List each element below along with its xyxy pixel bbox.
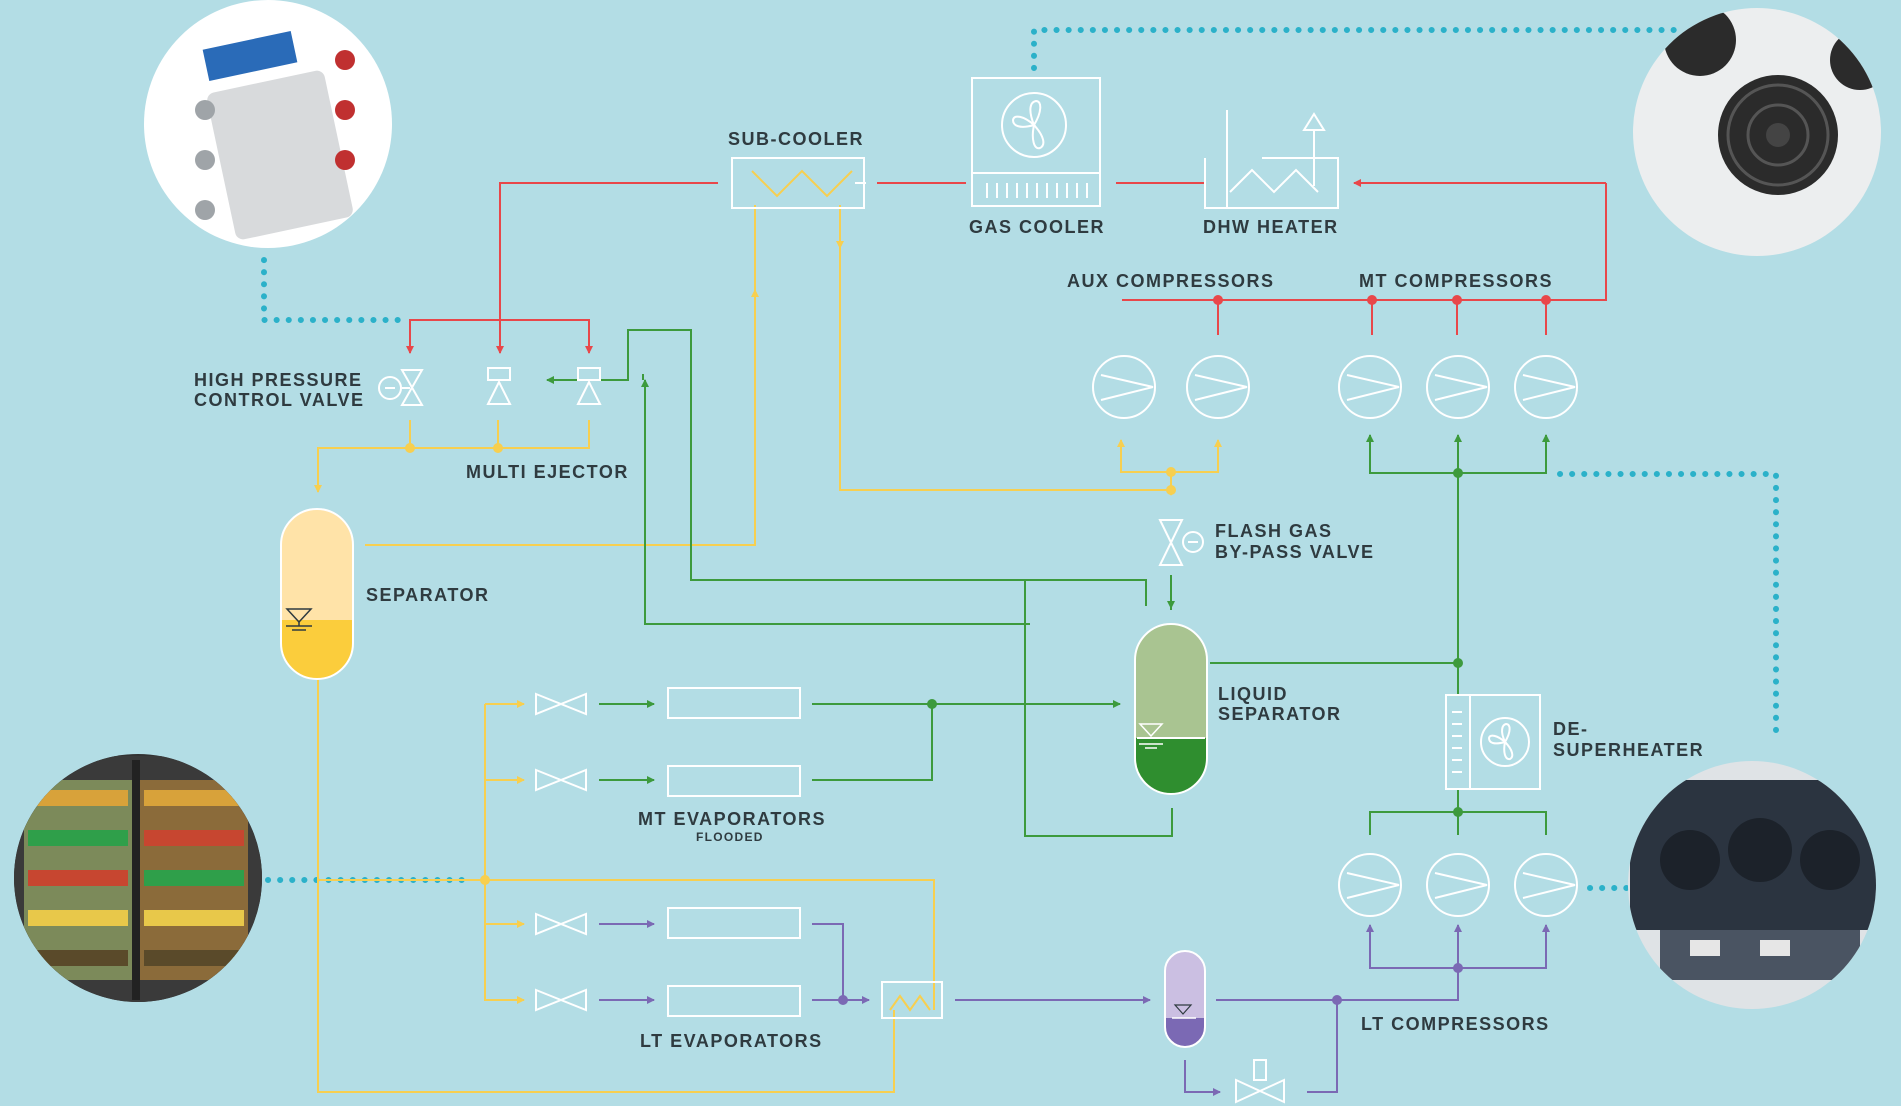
mt-compressors-label: MT COMPRESSORS: [1359, 271, 1553, 291]
display-fridge-photo: [14, 754, 262, 1006]
aux-compressors-label: AUX COMPRESSORS: [1067, 271, 1275, 291]
valve-block-photo: [144, 0, 392, 248]
sub-cooler: [732, 158, 866, 208]
compressor-symbol: [1427, 356, 1489, 418]
lt-suction-separator: [1165, 951, 1205, 1048]
expansion-valve: [536, 770, 586, 790]
aux-compressors: [1093, 356, 1249, 418]
flash-gas-bypass-valve: [1160, 520, 1203, 565]
compressor-symbol: [1339, 854, 1401, 916]
liquid-lines: [318, 205, 1218, 1092]
lt-evaporator-coil: [668, 986, 800, 1016]
mt-evaporator-coil: [668, 766, 800, 796]
lt-compressors-label: LT COMPRESSORS: [1361, 1014, 1550, 1034]
de-superheater-fan-icon: [1481, 718, 1529, 766]
gas-cooler-label: GAS COOLER: [969, 217, 1105, 237]
separator-vessel: [281, 509, 353, 680]
multi-ejector-label: MULTI EJECTOR: [466, 462, 629, 482]
lt-evaporator-units: [536, 908, 800, 1016]
compressor-symbol: [1093, 356, 1155, 418]
compressor-symbol: [1187, 356, 1249, 418]
gas-cooler-fan-icon: [1002, 93, 1066, 157]
compressor-symbol: [1515, 356, 1577, 418]
liquid-separator-label-2: SEPARATOR: [1218, 704, 1342, 724]
de-superheater: [1446, 695, 1540, 789]
dhw-heater: [1205, 110, 1338, 208]
high-pressure-control-valve-label-2: CONTROL VALVE: [194, 390, 365, 410]
expansion-valve: [536, 990, 586, 1010]
high-pressure-control-valve-label-1: HIGH PRESSURE: [194, 370, 363, 390]
medium-temp-lines: [547, 330, 1546, 836]
flash-gas-bypass-valve-label-2: BY-PASS VALVE: [1215, 542, 1375, 562]
mt-evaporator-coil: [668, 688, 800, 718]
lt-compressors: [1339, 854, 1577, 916]
compressor-symbol: [1515, 854, 1577, 916]
liquid-separator-vessel: [1135, 624, 1207, 798]
flooded-label: FLOODED: [696, 830, 764, 844]
gas-cooler: [972, 78, 1100, 206]
connector-gas-cooler: [1034, 30, 1680, 68]
low-temp-junctions: [838, 963, 1463, 1005]
dhw-heater-label: DHW HEATER: [1203, 217, 1339, 237]
compressor-rack-photo: [1628, 761, 1880, 1009]
connector-compressor-rack: [1560, 474, 1776, 740]
liquid-separator-label-1: LIQUID: [1218, 684, 1288, 704]
lt-return-valve: [1236, 1060, 1284, 1102]
mt-compressors: [1339, 356, 1577, 418]
high-pressure-lines: [410, 183, 1606, 353]
photo-connector-lines: [264, 30, 1776, 888]
flash-gas-bypass-valve-label-1: FLASH GAS: [1215, 521, 1333, 541]
expansion-valve: [536, 914, 586, 934]
mt-evaporators-label: MT EVAPORATORS: [638, 809, 826, 829]
mt-evaporator-units: [536, 688, 800, 796]
lt-evaporator-coil: [668, 908, 800, 938]
gas-cooler-fans-photo: [1633, 4, 1890, 256]
low-temp-lines: [599, 924, 1546, 1092]
compressor-symbol: [1427, 854, 1489, 916]
expansion-valve: [536, 694, 586, 714]
high-pressure-control-valve: [379, 370, 422, 405]
lt-evaporators-label: LT EVAPORATORS: [640, 1031, 823, 1051]
separator-label: SEPARATOR: [366, 585, 490, 605]
diagram-labels: SUB-COOLER GAS COOLER DHW HEATER AUX COM…: [194, 129, 1704, 1051]
sub-cooler-label: SUB-COOLER: [728, 129, 864, 149]
ejector-valve: [488, 368, 510, 404]
connector-valve-block: [264, 260, 402, 320]
compressor-symbol: [1339, 356, 1401, 418]
multi-ejector-valves: [488, 368, 600, 404]
ejector-valve: [578, 368, 600, 404]
de-superheater-label-1: DE-: [1553, 719, 1589, 739]
de-superheater-label-2: SUPERHEATER: [1553, 740, 1704, 760]
